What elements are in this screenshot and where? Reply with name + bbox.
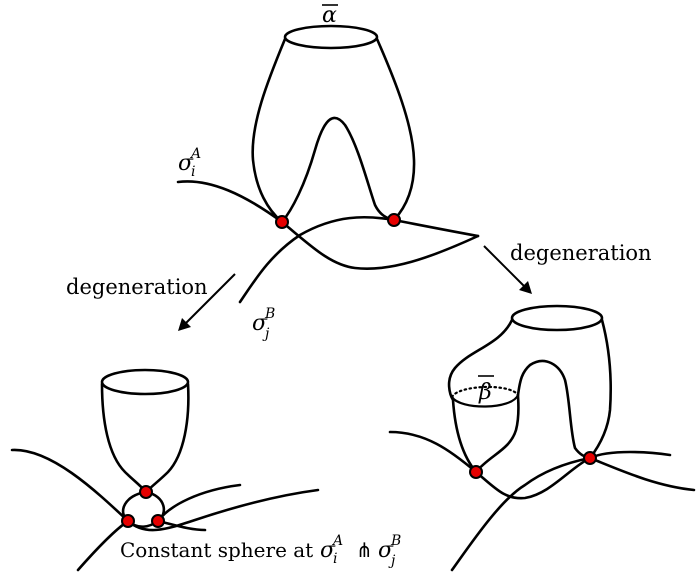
top-opening-ellipse bbox=[283, 24, 379, 50]
bl-node-left bbox=[121, 514, 135, 528]
top-surface-right bbox=[375, 37, 416, 222]
top-surface-inner bbox=[280, 116, 396, 224]
svg-text:i: i bbox=[333, 551, 337, 567]
beta-label: β bbox=[478, 375, 494, 405]
sigma-b-label: σ j B bbox=[252, 306, 275, 342]
bl-sphere bbox=[121, 490, 166, 528]
bl-opening-ellipse bbox=[100, 368, 190, 396]
degeneration-right-label: degeneration bbox=[510, 241, 652, 265]
svg-text:i: i bbox=[191, 164, 195, 180]
svg-text:σ: σ bbox=[378, 538, 394, 563]
bl-sigma-a-curve-2 bbox=[156, 483, 242, 523]
svg-text:A: A bbox=[189, 146, 201, 162]
caption-text: Constant sphere at bbox=[120, 538, 313, 562]
degeneration-left-label: degeneration bbox=[66, 275, 208, 299]
br-left-inner bbox=[474, 393, 520, 474]
bl-node-top bbox=[139, 485, 153, 499]
top-node-left bbox=[275, 215, 289, 229]
br-node-right bbox=[583, 451, 597, 465]
sigma-b-curve bbox=[238, 215, 480, 304]
br-sigma-a-curve bbox=[388, 430, 672, 500]
br-beta-ring-front bbox=[451, 394, 520, 408]
svg-text:β: β bbox=[478, 380, 492, 405]
bl-node-right bbox=[151, 514, 165, 528]
bottom-left-figure bbox=[10, 368, 320, 572]
br-opening-ellipse bbox=[510, 304, 604, 332]
svg-text:j: j bbox=[388, 553, 396, 569]
br-beta-ring-back bbox=[450, 385, 520, 399]
svg-text:B: B bbox=[264, 306, 275, 322]
bl-cup-right bbox=[144, 382, 190, 494]
right-arrowhead bbox=[519, 281, 532, 294]
svg-text:B: B bbox=[390, 533, 401, 549]
alpha-label: α bbox=[322, 3, 338, 28]
caption: Constant sphere at σ i A ⋔ σ j B bbox=[120, 533, 401, 569]
left-arrowhead bbox=[178, 318, 191, 331]
br-node-left bbox=[469, 465, 483, 479]
svg-text:σ: σ bbox=[178, 151, 194, 176]
svg-text:σ: σ bbox=[252, 311, 268, 336]
right-degeneration: degeneration bbox=[483, 241, 652, 294]
br-right-outer bbox=[588, 318, 613, 460]
svg-text:A: A bbox=[331, 533, 343, 549]
top-figure: α σ i A σ j B bbox=[176, 3, 480, 342]
sigma-a-curve bbox=[176, 180, 480, 270]
bl-cup-left bbox=[100, 382, 148, 494]
sigma-a-label: σ i A bbox=[178, 146, 201, 180]
br-sigma-b-curve bbox=[450, 456, 696, 572]
svg-text:σ: σ bbox=[320, 538, 336, 563]
left-degeneration: degeneration bbox=[66, 273, 236, 331]
top-surface-left bbox=[251, 37, 287, 224]
svg-text:⋔: ⋔ bbox=[356, 538, 373, 562]
bottom-right-figure: β bbox=[388, 304, 696, 572]
top-node-right bbox=[387, 213, 401, 227]
alpha-text: α bbox=[322, 3, 337, 28]
br-inner-arch bbox=[516, 359, 592, 460]
br-left-outer bbox=[447, 318, 514, 474]
svg-text:j: j bbox=[262, 326, 270, 342]
bl-sigma-a-curve bbox=[10, 448, 320, 532]
